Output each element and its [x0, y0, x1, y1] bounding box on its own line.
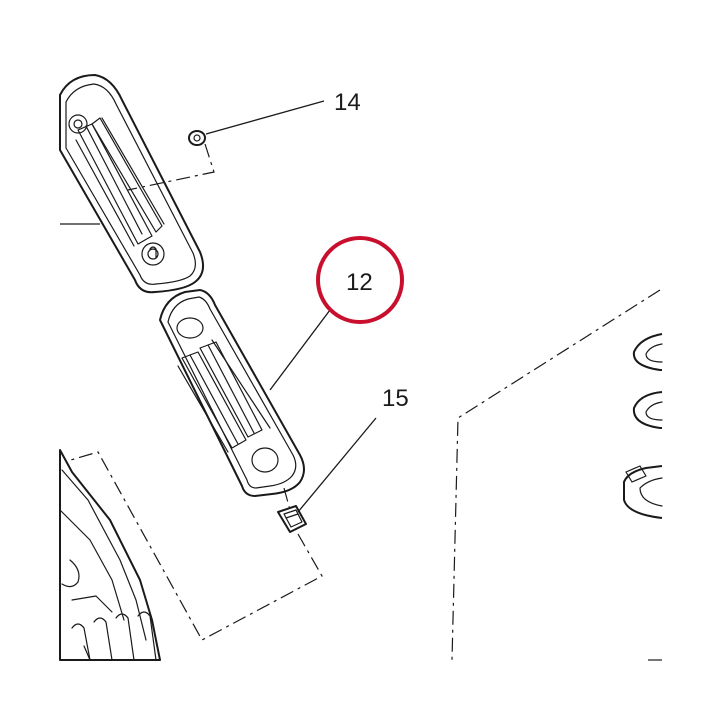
- lower-screw-boss: [141, 242, 165, 266]
- assembly-line-12-15: [283, 487, 291, 511]
- upper-grille-cover: [59, 74, 205, 294]
- hose-clamp: [623, 465, 663, 519]
- leader-line-14: [205, 100, 325, 135]
- o-ring-upper: [632, 333, 663, 371]
- assembly-line-15: [63, 451, 323, 641]
- upper-screw-boss: [68, 114, 88, 134]
- callout-14: 14: [334, 89, 361, 116]
- callout-15: 15: [382, 385, 409, 412]
- leader-line-15: [297, 417, 377, 513]
- leader-line-12: [269, 309, 331, 391]
- part-12-highlight-circle: [316, 236, 404, 324]
- lower-housing: [59, 449, 161, 661]
- callout-12: 12: [346, 269, 373, 296]
- part-12-grille-insert: [159, 289, 305, 497]
- assembly-line-14: [127, 143, 215, 191]
- part-15-clip: [277, 505, 307, 533]
- o-ring-lower: [632, 391, 663, 429]
- part-14-grommet: [188, 130, 206, 146]
